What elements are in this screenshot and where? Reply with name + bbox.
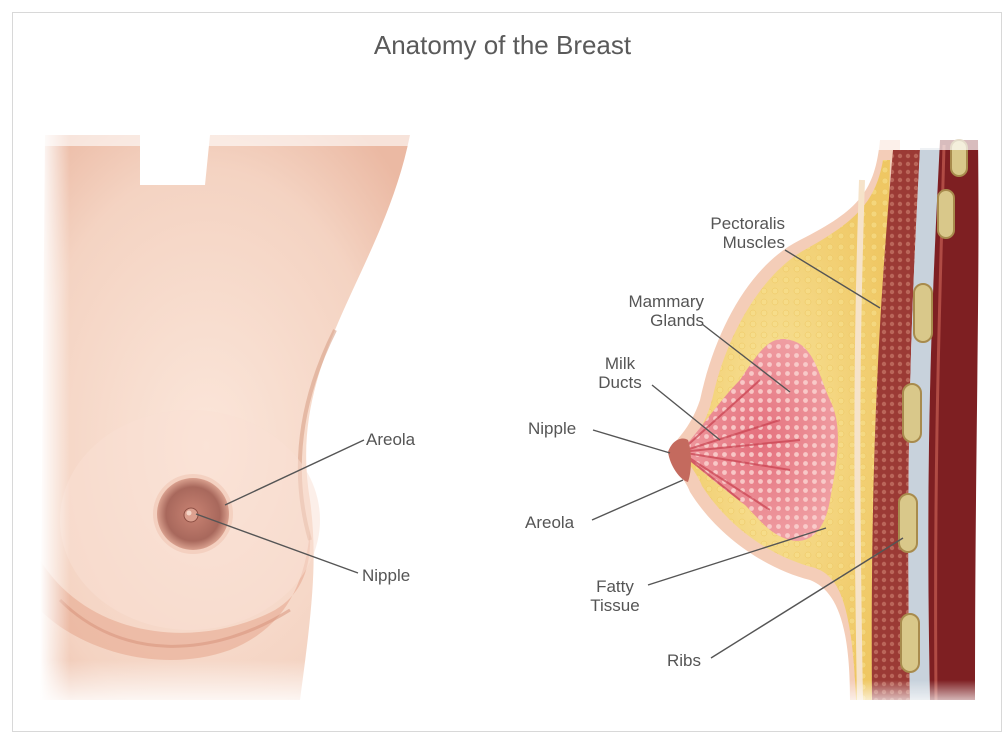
label-fatty-line2: Tissue (580, 596, 650, 615)
label-mammary-line1: Mammary (580, 292, 704, 311)
figure-title: Anatomy of the Breast (0, 30, 1005, 61)
label-pectoralis-line1: Pectoralis (660, 214, 785, 233)
front-view-torso (40, 128, 420, 710)
label-milk-ducts: Milk Ducts (590, 354, 650, 392)
label-front-areola: Areola (366, 430, 415, 449)
label-pectoralis-line2: Muscles (660, 233, 785, 252)
label-pectoralis-muscles: Pectoralis Muscles (660, 214, 785, 252)
label-fatty-line1: Fatty (580, 577, 650, 596)
label-front-nipple: Nipple (362, 566, 410, 585)
label-mammary-line2: Glands (580, 311, 704, 330)
label-milk-line2: Ducts (590, 373, 650, 392)
leader-cross-areola (592, 480, 683, 520)
label-cross-nipple: Nipple (528, 419, 576, 438)
label-ribs: Ribs (667, 651, 701, 670)
leader-cross-nipple (593, 430, 670, 453)
front-areola-illustration (153, 474, 233, 554)
label-mammary-glands: Mammary Glands (580, 292, 704, 330)
label-fatty-tissue: Fatty Tissue (580, 577, 650, 615)
label-cross-areola: Areola (525, 513, 574, 532)
label-milk-line1: Milk (590, 354, 650, 373)
